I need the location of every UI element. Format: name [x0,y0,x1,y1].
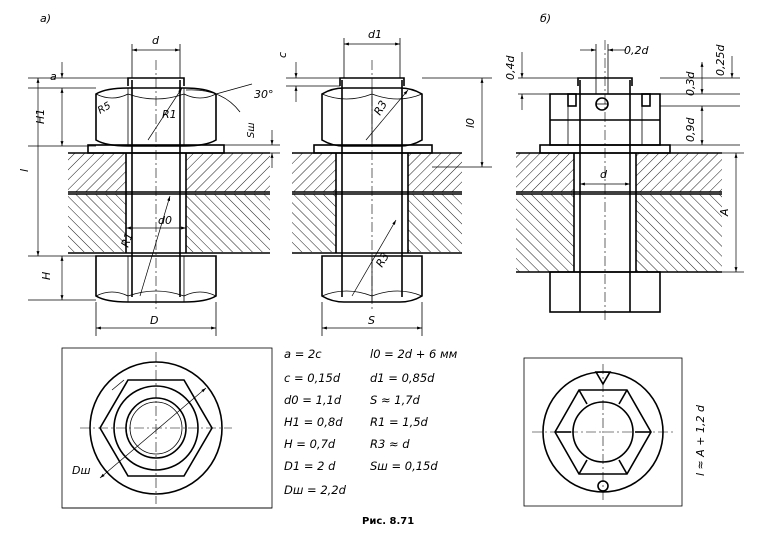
view-label-a: a) [40,12,51,25]
dim-r1-top: R1 [162,108,177,121]
dim-l0: l0 [464,118,477,128]
formula-right: R3 ≈ d [370,437,410,451]
dim-0-25d: 0,25d [714,44,727,76]
view-b-assembly [516,40,722,320]
dim-dw: Dш [72,464,91,477]
dim-s: S [368,314,375,327]
figure-caption: Рис. 8.71 [362,516,414,527]
top-view-a [61,347,273,509]
dim-0-3d: 0,3d [684,71,697,96]
formula-left: d0 = 1,1d [284,393,342,407]
formulas-left: a = 2c c = 0,15d d0 = 1,1d H1 = 0,8d H =… [284,347,347,497]
dim-l: l [18,169,31,172]
dim-r3-mid: R3 [373,250,392,269]
dim-big-d: D [150,314,158,327]
dim-a: a [50,70,57,83]
formula-left: H1 = 0,8d [284,415,343,429]
dim-r15: R5 [96,100,113,116]
dim-d-b: d [600,168,608,181]
dim-c: c [276,52,289,58]
formula-left: D1 = 2 d [284,459,336,473]
dim-h1: H1 [34,109,47,124]
formula-right: R1 = 1,5d [370,415,429,429]
dim-l-formula: l ≈ A + 1,2 d [694,404,707,476]
dim-d1: d1 [368,28,382,41]
dim-0-9d: 0,9d [684,117,697,142]
dim-d0: d0 [158,214,172,227]
dim-0-4d: 0,4d [504,55,517,80]
formula-left: Dш = 2,2d [284,483,347,497]
view-a-assembly [68,60,270,312]
dim-sw: Sш [246,123,257,139]
view-a2-dimensions [286,38,492,336]
dim-r1-mid: R1 [119,231,136,249]
dim-d-a: d [152,34,160,47]
formula-right: S ≈ 1,7d [370,393,421,407]
formula-left: c = 0,15d [284,371,341,385]
view-a-dimensions [28,44,280,391]
formula-left: a = 2c [284,347,322,361]
dim-big-a: A [718,208,731,217]
view-a2-assembly [292,60,462,312]
dim-0-2d: 0,2d [624,44,649,57]
formula-left: H = 0,7d [284,437,336,451]
dim-h: H [40,272,53,280]
view-b-dimensions [518,44,744,273]
dim-angle: 30° [254,88,274,101]
top-view-b [523,357,683,507]
formulas-right: l0 = 2d + 6 мм d1 = 0,85d S ≈ 1,7d R1 = … [370,347,458,473]
dim-r3-top: R3 [371,98,390,117]
formula-right: Sш = 0,15d [370,459,438,473]
view-label-b: б) [540,12,551,25]
formula-right: l0 = 2d + 6 мм [370,347,458,361]
formula-right: d1 = 0,85d [370,371,435,385]
